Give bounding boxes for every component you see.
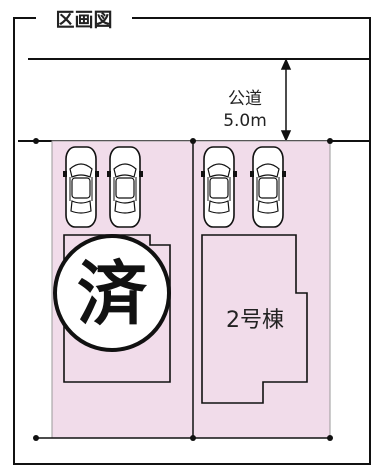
sold-stamp-text: 済: [77, 253, 148, 335]
lot-1-building-outline: [63, 234, 171, 383]
road-width-label: 5.0m: [223, 111, 267, 131]
road-width-arrow: [280, 58, 292, 142]
plan-title: 区画図: [55, 9, 112, 31]
car-icon: [106, 146, 144, 228]
car-icon: [200, 146, 238, 228]
sold-stamp: 済: [53, 234, 171, 352]
car-icon: [62, 146, 100, 228]
lot-boundaries: [36, 141, 330, 439]
lot-2-building-label: 2号棟: [226, 308, 284, 333]
frame: [13, 17, 371, 465]
lot-2-building-outline: [201, 234, 308, 404]
road-label: 公道: [228, 89, 262, 109]
car-icon: [249, 146, 287, 228]
boundary-markers: [33, 138, 333, 441]
